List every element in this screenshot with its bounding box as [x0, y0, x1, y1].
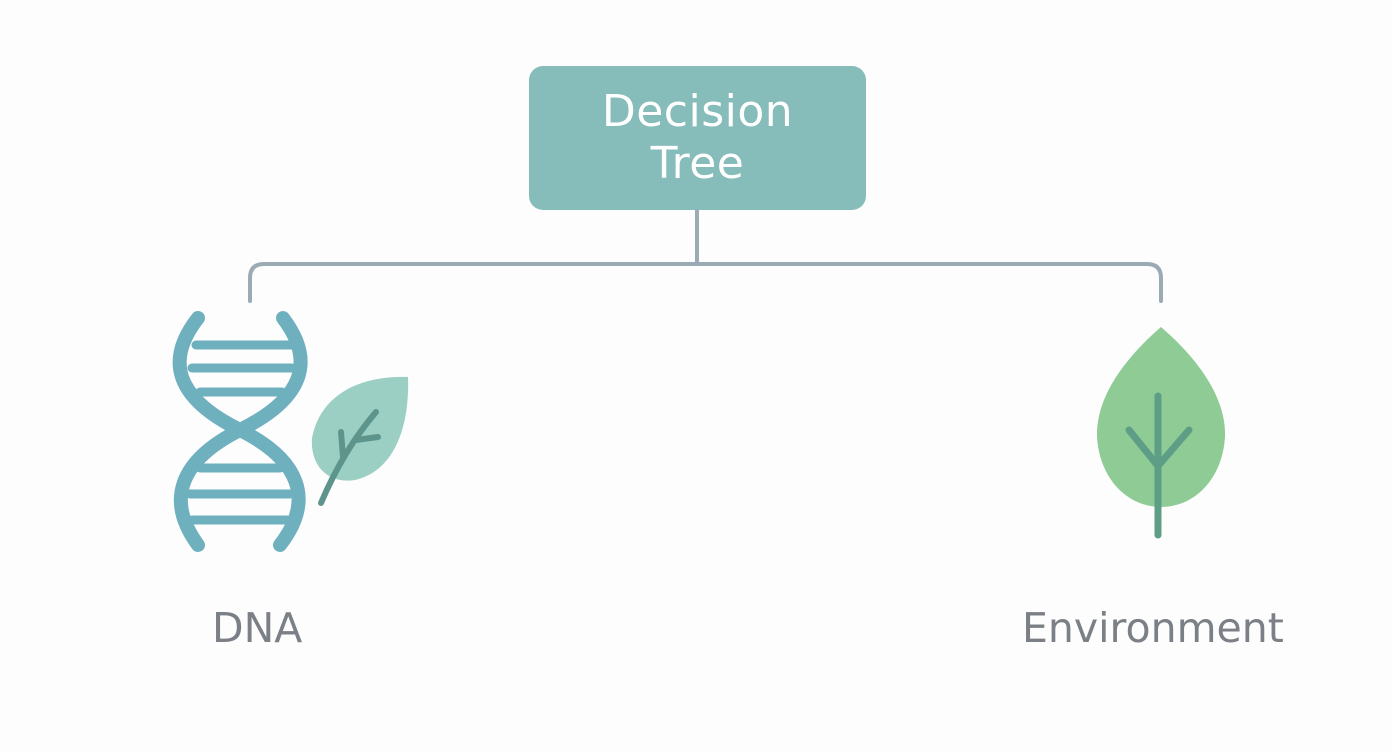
dna-helix-icon: [172, 311, 308, 552]
dna-helix-leaf-icon: [172, 311, 409, 552]
root-label-line-2: Tree: [650, 138, 745, 189]
branch-connector: [248, 262, 1163, 303]
root-node: Decision Tree: [529, 66, 866, 210]
environment-label: Environment: [1022, 604, 1284, 652]
root-label-line-1: Decision: [601, 86, 794, 137]
leaf-icon: [1096, 327, 1226, 539]
small-leaf-icon: [311, 376, 409, 506]
dna-label: DNA: [212, 604, 303, 652]
